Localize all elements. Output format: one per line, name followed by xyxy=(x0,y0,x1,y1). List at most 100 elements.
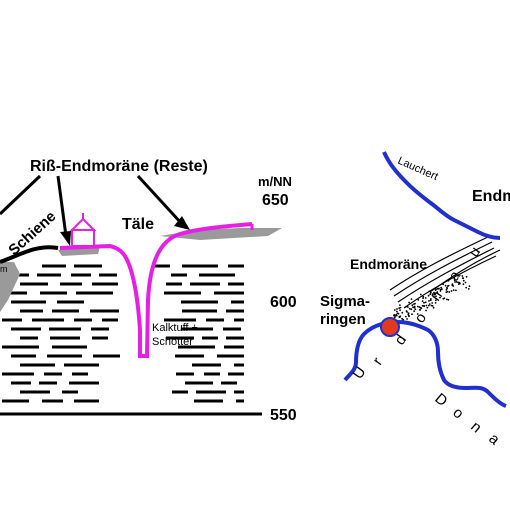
elev-550: 550 xyxy=(270,407,297,424)
annotation-arrows xyxy=(0,174,184,237)
moraine-dot xyxy=(426,306,429,309)
moraine-dot xyxy=(393,316,396,319)
moraine-dot xyxy=(431,294,434,296)
endmoraene-label: Endmoräne xyxy=(350,256,427,272)
moraine-dot xyxy=(467,288,470,290)
moraine-dot xyxy=(421,300,424,302)
rock-strata xyxy=(2,264,244,403)
moraine-dot xyxy=(429,299,432,302)
moraine-dot xyxy=(424,297,427,299)
moraine-dot xyxy=(407,306,409,308)
moraine-dot xyxy=(447,279,450,282)
moraine-dot xyxy=(399,306,402,309)
svg-text:D: D xyxy=(431,390,450,410)
moraine-dot xyxy=(433,291,435,294)
svg-text:n: n xyxy=(427,288,446,305)
kalktuff-label-1: Kalktuff + xyxy=(152,322,198,334)
moraine-dots xyxy=(392,275,471,325)
svg-text:u: u xyxy=(465,244,484,261)
moraine-dot xyxy=(408,301,410,304)
elev-650: 650 xyxy=(262,192,289,209)
svg-text:o: o xyxy=(449,404,466,422)
moraine-dot xyxy=(405,310,408,312)
moraine-dot xyxy=(404,315,407,318)
moraine-dot xyxy=(434,299,437,302)
moraine-dot xyxy=(451,284,454,286)
moraine-dot xyxy=(434,302,437,304)
moraine-dot xyxy=(452,289,455,291)
donau-river xyxy=(343,319,507,408)
moraine-dot xyxy=(461,277,464,279)
map-panel: Lauchert Endm Endmoräne Sigma- ringen U … xyxy=(320,151,510,449)
moraine-dot xyxy=(430,291,432,294)
sigmaringen-label-2: ringen xyxy=(320,311,366,328)
moraine-dot xyxy=(432,306,435,309)
moraine-dot xyxy=(399,315,402,318)
moraine-dot xyxy=(448,291,451,293)
moraine-dot xyxy=(422,295,425,298)
moraine-dot xyxy=(420,307,423,310)
moraine-dot xyxy=(410,308,413,310)
moraine-dot xyxy=(453,279,456,282)
valley-profile xyxy=(59,222,253,358)
moraine-dot xyxy=(402,318,405,321)
moraine-dot xyxy=(397,312,400,315)
unit-label: m/NN xyxy=(258,174,292,189)
moraine-dot xyxy=(419,308,421,311)
moraine-dot xyxy=(423,304,425,307)
moraine-dot xyxy=(406,318,408,320)
moraine-dot xyxy=(419,293,422,296)
endmoraene-title: Riß-Endmoräne (Reste) xyxy=(30,158,208,175)
moraine-dot xyxy=(416,305,419,308)
moraine-dot xyxy=(393,314,395,317)
moraine-dot xyxy=(434,293,436,296)
moraine-dot xyxy=(462,283,465,286)
moraine-dot xyxy=(423,301,425,304)
moraine-dot xyxy=(454,281,456,283)
moraine-dot xyxy=(437,287,440,290)
moraine-dot xyxy=(418,306,421,308)
moraine-dot xyxy=(468,285,471,288)
moraine-dot xyxy=(436,291,439,293)
moraine-dot xyxy=(425,309,427,312)
moraine-dot xyxy=(422,297,424,299)
moraine-dot xyxy=(411,304,414,307)
moraine-dot xyxy=(401,311,404,314)
moraine-dot xyxy=(414,308,417,311)
moraine-dot xyxy=(439,296,441,299)
moraine-dot xyxy=(399,309,401,311)
moraine-dot xyxy=(457,281,459,284)
moraine-dot xyxy=(435,288,437,291)
elev-600: 600 xyxy=(270,294,297,311)
moraine-dot xyxy=(429,293,432,296)
moraine-dot xyxy=(431,305,434,307)
moraine-dot xyxy=(443,297,446,300)
moraine-dot xyxy=(424,301,427,304)
moraine-dot xyxy=(446,290,449,293)
moraine-dot xyxy=(446,287,448,290)
moraine-dot xyxy=(413,310,416,313)
moraine-dot xyxy=(453,277,456,279)
moraine-dot xyxy=(412,306,414,309)
svg-text:n: n xyxy=(467,418,484,436)
lauchert-river xyxy=(382,151,501,240)
moraine-dot xyxy=(430,298,432,300)
moraine-dot xyxy=(442,283,445,286)
moraine-dot xyxy=(394,315,397,317)
church-icon xyxy=(69,213,97,247)
moraine-dot xyxy=(416,313,419,315)
moraine-dot xyxy=(446,298,448,301)
moraine-dot xyxy=(444,284,447,287)
moraine-dot xyxy=(445,289,448,291)
moraine-dot xyxy=(465,286,468,289)
moraine-dot xyxy=(455,281,458,283)
clipped-label: m xyxy=(0,264,8,274)
moraine-dot xyxy=(428,290,431,293)
moraine-dot xyxy=(446,285,449,287)
moraine-dot xyxy=(393,309,396,311)
kalktuff-label-2: Schotter xyxy=(152,336,193,348)
svg-text:a: a xyxy=(445,267,464,284)
moraine-dot xyxy=(447,298,450,301)
moraine-dot xyxy=(462,279,465,282)
